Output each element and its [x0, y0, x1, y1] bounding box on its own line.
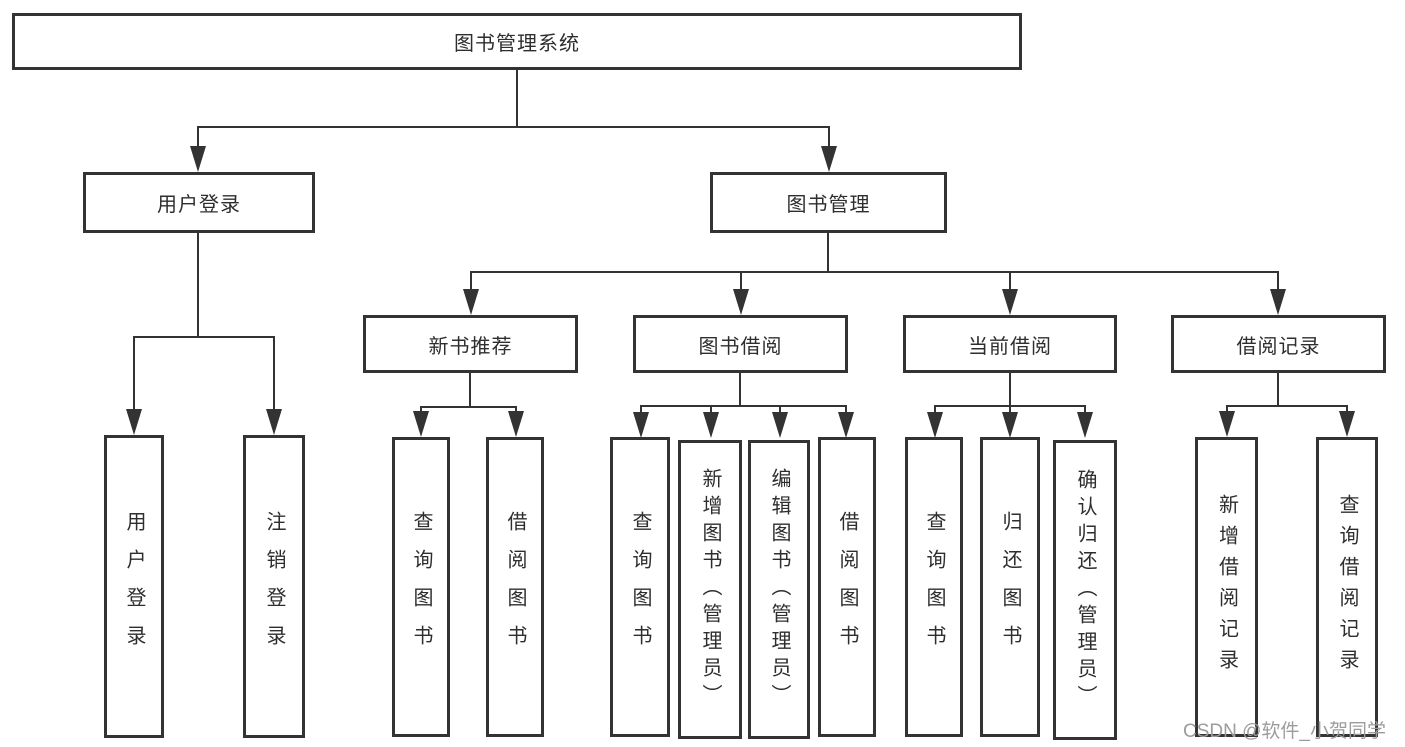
arrow-down-icon [772, 412, 788, 438]
node-root: 图书管理系统 [12, 13, 1022, 70]
connector-line [273, 336, 275, 416]
leaf-label: 借阅图书 [836, 511, 858, 663]
leaf-label: 新增图书（管理员） [699, 468, 721, 711]
leaf-label: 查询借阅记录 [1336, 494, 1358, 680]
leaf-query-books-1: 查询图书 [392, 437, 450, 737]
arrow-down-icon [190, 146, 206, 172]
connector-line [470, 271, 472, 296]
connector-line [640, 405, 846, 407]
connector-line [197, 126, 830, 128]
connector-line [133, 336, 135, 416]
leaf-label: 编辑图书（管理员） [768, 468, 790, 711]
leaf-query-borrow-record: 查询借阅记录 [1316, 437, 1378, 737]
connector-line [1009, 373, 1011, 407]
connector-line [828, 126, 830, 154]
leaf-borrow-books-2: 借阅图书 [818, 437, 876, 737]
connector-line [133, 336, 275, 338]
connector-line [827, 233, 829, 273]
leaf-add-borrow-record: 新增借阅记录 [1195, 437, 1258, 737]
leaf-label: 注销登录 [263, 510, 285, 663]
leaf-user-login: 用户登录 [104, 435, 164, 738]
node-book-borrowing: 图书借阅 [633, 315, 848, 373]
leaf-label: 借阅图书 [504, 511, 526, 663]
leaf-return-books: 归还图书 [980, 437, 1040, 737]
node-borrowing-records: 借阅记录 [1171, 315, 1386, 373]
connector-line [740, 271, 742, 296]
leaf-logout: 注销登录 [243, 435, 305, 738]
connector-line [1009, 271, 1011, 296]
node-current-borrowing: 当前借阅 [903, 315, 1117, 373]
node-book-management: 图书管理 [710, 172, 947, 233]
connector-line [1277, 271, 1279, 296]
leaf-add-books-admin: 新增图书（管理员） [678, 440, 742, 739]
connector-line [420, 406, 516, 408]
arrow-down-icon [733, 289, 749, 315]
leaf-label: 确认归还（管理员） [1074, 468, 1096, 712]
arrow-down-icon [1002, 289, 1018, 315]
leaf-label: 查询图书 [410, 511, 432, 663]
leaf-query-books-2: 查询图书 [610, 437, 670, 737]
connector-line [197, 126, 199, 154]
arrow-down-icon [463, 289, 479, 315]
arrow-down-icon [508, 411, 524, 437]
leaf-label: 归还图书 [999, 511, 1021, 663]
arrow-down-icon [703, 412, 719, 438]
arrow-down-icon [1002, 412, 1018, 438]
connector-line [516, 70, 518, 128]
arrow-down-icon [1077, 412, 1093, 438]
leaf-label: 用户登录 [123, 510, 145, 663]
connector-line [470, 271, 1279, 273]
arrow-down-icon [413, 411, 429, 437]
leaf-confirm-return-admin: 确认归还（管理员） [1053, 440, 1117, 740]
arrow-down-icon [838, 412, 854, 438]
leaf-label: 查询图书 [629, 511, 651, 663]
arrow-down-icon [1270, 289, 1286, 315]
leaf-borrow-books-1: 借阅图书 [486, 437, 544, 737]
leaf-label: 查询图书 [923, 511, 945, 663]
connector-line [469, 373, 471, 408]
connector-line [197, 233, 199, 338]
arrow-down-icon [1219, 411, 1235, 437]
arrow-down-icon [927, 412, 943, 438]
connector-line [1277, 373, 1279, 407]
arrow-down-icon [126, 409, 142, 435]
leaf-label: 新增借阅记录 [1215, 494, 1238, 680]
leaf-edit-books-admin: 编辑图书（管理员） [748, 440, 810, 739]
connector-line [1226, 405, 1348, 407]
watermark: CSDN @软件_小贺同学 [1183, 721, 1386, 742]
arrow-down-icon [821, 146, 837, 172]
arrow-down-icon [266, 409, 282, 435]
arrow-down-icon [633, 412, 649, 438]
arrow-down-icon [1339, 411, 1355, 437]
node-new-book-recommend: 新书推荐 [363, 315, 578, 373]
connector-line [739, 373, 741, 407]
leaf-query-books-3: 查询图书 [905, 437, 963, 737]
node-user-login: 用户登录 [83, 172, 315, 233]
